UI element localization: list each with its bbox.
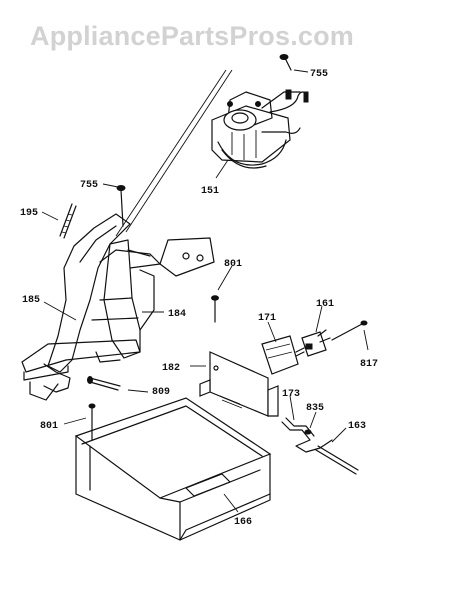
wire-terminal bbox=[303, 91, 309, 103]
screw-755-top bbox=[279, 54, 292, 71]
part-label-161: 161 bbox=[316, 299, 334, 310]
switch-plate-171 bbox=[261, 335, 299, 375]
mount-bracket-182 bbox=[199, 351, 279, 417]
wire-terminal bbox=[285, 89, 292, 100]
part-label-809: 809 bbox=[152, 387, 170, 398]
screw-809 bbox=[87, 376, 121, 391]
part-label-166: 166 bbox=[234, 517, 252, 528]
screw-755-mid bbox=[116, 185, 126, 227]
part-label-173: 173 bbox=[282, 389, 300, 400]
reference-line bbox=[125, 69, 233, 233]
part-label-184: 184 bbox=[168, 309, 186, 320]
screw-801-lower bbox=[88, 403, 96, 441]
rod-195 bbox=[59, 203, 77, 239]
leader-lines bbox=[41, 69, 369, 513]
part-label-801: 801 bbox=[224, 259, 242, 270]
part-label-171: 171 bbox=[258, 313, 276, 324]
part-label-151: 151 bbox=[201, 186, 219, 197]
screw-817 bbox=[331, 320, 368, 341]
switch-161 bbox=[295, 329, 331, 357]
part-label-163: 163 bbox=[348, 421, 366, 432]
part-label-755: 755 bbox=[80, 180, 98, 191]
tray-166 bbox=[74, 397, 272, 541]
watermark-text: AppliancePartsPros.com bbox=[30, 21, 354, 51]
part-label-817: 817 bbox=[360, 359, 378, 370]
motor-assembly bbox=[211, 89, 309, 169]
reference-line bbox=[115, 69, 227, 237]
part-label-835: 835 bbox=[306, 403, 324, 414]
part-label-195: 195 bbox=[20, 208, 38, 219]
bracket-frame bbox=[21, 213, 215, 401]
part-label-185: 185 bbox=[22, 295, 40, 306]
lever-rod bbox=[281, 417, 359, 475]
screw-801-upper bbox=[211, 295, 219, 323]
part-label-182: 182 bbox=[162, 363, 180, 374]
part-label-755: 755 bbox=[310, 69, 328, 80]
part-label-801: 801 bbox=[40, 421, 58, 432]
